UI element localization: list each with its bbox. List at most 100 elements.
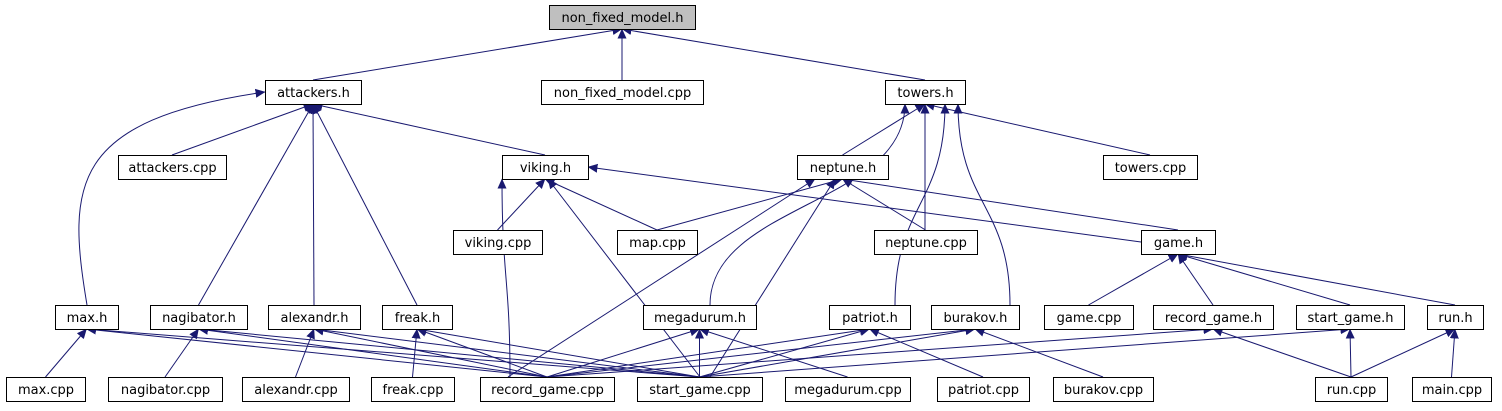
edge-max_cpp-to-max_h <box>45 328 87 378</box>
edge-game_h-to-viking_h <box>587 163 1142 243</box>
node-label: burakov.h <box>944 311 1008 326</box>
node-label: non_fixed_model.cpp <box>554 86 691 101</box>
node-box <box>541 80 704 105</box>
node-attackers-cpp[interactable]: attackers.cpp <box>118 155 227 180</box>
node-box <box>1141 230 1216 255</box>
node-label: alexandr.cpp <box>254 383 337 398</box>
edge-alexandr_cpp-to-alexandr_h <box>295 328 315 378</box>
node-box <box>937 377 1030 402</box>
edge-record_game_cpp-to-neptune_h <box>507 178 816 378</box>
node-box <box>118 155 227 180</box>
edge-start_game_cpp-to-patriot_h <box>699 327 870 378</box>
node-start-game-h[interactable]: start_game.h <box>1296 305 1405 330</box>
node-neptune-h[interactable]: neptune.h <box>797 155 889 180</box>
edge-nagibator_cpp-to-nagibator_h <box>164 328 199 378</box>
edge-record_game_cpp-to-burakov_h <box>546 325 976 378</box>
node-game-h[interactable]: game.h <box>1141 230 1216 255</box>
node-burakov-cpp[interactable]: burakov.cpp <box>1053 377 1154 402</box>
node-non-fixed-model-h[interactable]: non_fixed_model.h <box>549 5 696 30</box>
edge-record_game_cpp-to-max_h <box>86 325 548 378</box>
node-box <box>1153 305 1274 330</box>
node-box <box>55 305 119 330</box>
edge-run_cpp-to-start_game_h <box>1345 328 1355 378</box>
node-viking-h[interactable]: viking.h <box>502 155 589 180</box>
node-label: neptune.cpp <box>885 236 967 251</box>
node-label: attackers.cpp <box>128 161 216 176</box>
node-freak-h[interactable]: freak.h <box>382 305 453 330</box>
node-neptune-cpp[interactable]: neptune.cpp <box>874 230 978 255</box>
node-box <box>1427 305 1484 330</box>
edge-map_cpp-to-neptune_h <box>656 177 843 231</box>
edge-patriot_h-to-towers_h <box>894 103 950 306</box>
node-box <box>150 305 248 330</box>
node-box <box>371 377 455 402</box>
edge-start_game_cpp-to-max_h <box>86 325 700 378</box>
node-max-h[interactable]: max.h <box>55 305 119 330</box>
edge-start_game_cpp-to-neptune_h <box>709 178 836 378</box>
node-nagibator-cpp[interactable]: nagibator.cpp <box>108 377 223 402</box>
edge-start_game_cpp-to-freak_h <box>416 326 700 378</box>
edge-main_cpp-to-run_h <box>1449 328 1459 378</box>
node-main-cpp[interactable]: main.cpp <box>1412 377 1492 402</box>
edge-megadurum_h-to-towers_h <box>709 103 910 306</box>
node-box <box>268 305 361 330</box>
node-layer: non_fixed_model.h attackers.h non_fixed_mo… <box>6 5 1492 402</box>
edge-burakov_cpp-to-burakov_h <box>974 328 1104 378</box>
node-box <box>785 377 911 402</box>
node-viking-cpp[interactable]: viking.cpp <box>453 230 543 255</box>
node-run-cpp[interactable]: run.cpp <box>1315 377 1388 402</box>
node-max-cpp[interactable]: max.cpp <box>6 377 86 402</box>
node-label: game.h <box>1154 236 1203 251</box>
node-record-game-cpp[interactable]: record_game.cpp <box>480 377 615 402</box>
edge-record_game_cpp-to-alexandr_h <box>313 326 548 378</box>
node-box <box>931 305 1020 330</box>
node-alexandr-cpp[interactable]: alexandr.cpp <box>242 377 350 402</box>
node-attackers-h[interactable]: attackers.h <box>265 80 362 105</box>
node-label: record_game.cpp <box>491 383 604 398</box>
node-run-h[interactable]: run.h <box>1427 305 1484 330</box>
node-alexandr-h[interactable]: alexandr.h <box>268 305 361 330</box>
node-box <box>6 377 86 402</box>
node-map-cpp[interactable]: map.cpp <box>617 230 698 255</box>
node-box <box>617 230 698 255</box>
node-patriot-h[interactable]: patriot.h <box>829 305 911 330</box>
edge-run_h-to-game_h <box>1177 251 1456 306</box>
node-start-game-cpp[interactable]: start_game.cpp <box>637 377 763 402</box>
node-label: nagibator.cpp <box>121 383 210 398</box>
node-box <box>480 377 615 402</box>
node-label: alexandr.h <box>280 311 348 326</box>
edge-freak_cpp-to-freak_h <box>411 328 421 378</box>
node-nagibator-h[interactable]: nagibator.h <box>150 305 248 330</box>
node-freak-cpp[interactable]: freak.cpp <box>371 377 455 402</box>
edge-nagibator_h-to-attackers_h <box>198 103 314 306</box>
node-box <box>1053 377 1154 402</box>
node-box <box>453 230 543 255</box>
node-megadurum-h[interactable]: megadurum.h <box>643 305 757 330</box>
node-label: megadurum.h <box>654 311 746 326</box>
edge-game_h-to-neptune_h <box>842 175 1179 231</box>
edge-record_game_cpp-to-viking_h <box>497 178 511 378</box>
edge-record_game_cpp-to-patriot_h <box>546 325 870 378</box>
node-non-fixed-model-cpp[interactable]: non_fixed_model.cpp <box>541 80 704 105</box>
node-label: max.h <box>67 311 108 326</box>
node-burakov-h[interactable]: burakov.h <box>931 305 1020 330</box>
node-box <box>885 80 966 105</box>
edge-start_game_cpp-to-start_game_h <box>699 325 1351 378</box>
node-label: attackers.h <box>277 86 350 101</box>
node-box <box>502 155 589 180</box>
node-towers-h[interactable]: towers.h <box>885 80 966 105</box>
node-label: burakov.cpp <box>1064 383 1143 398</box>
node-megadurum-cpp[interactable]: megadurum.cpp <box>785 377 911 402</box>
edge-record_game_cpp-to-freak_h <box>416 328 548 378</box>
node-towers-cpp[interactable]: towers.cpp <box>1103 155 1198 180</box>
edge-start_game_h-to-game_h <box>1177 252 1351 306</box>
node-box <box>829 305 911 330</box>
edge-neptune_cpp-to-neptune_h <box>842 178 926 231</box>
edge-megadurum_cpp-to-megadurum_h <box>699 327 848 378</box>
node-patriot-cpp[interactable]: patriot.cpp <box>937 377 1030 402</box>
node-label: record_game.h <box>1165 311 1262 326</box>
node-record-game-h[interactable]: record_game.h <box>1153 305 1274 330</box>
node-game-cpp[interactable]: game.cpp <box>1044 305 1134 330</box>
node-label: map.cpp <box>629 236 686 251</box>
